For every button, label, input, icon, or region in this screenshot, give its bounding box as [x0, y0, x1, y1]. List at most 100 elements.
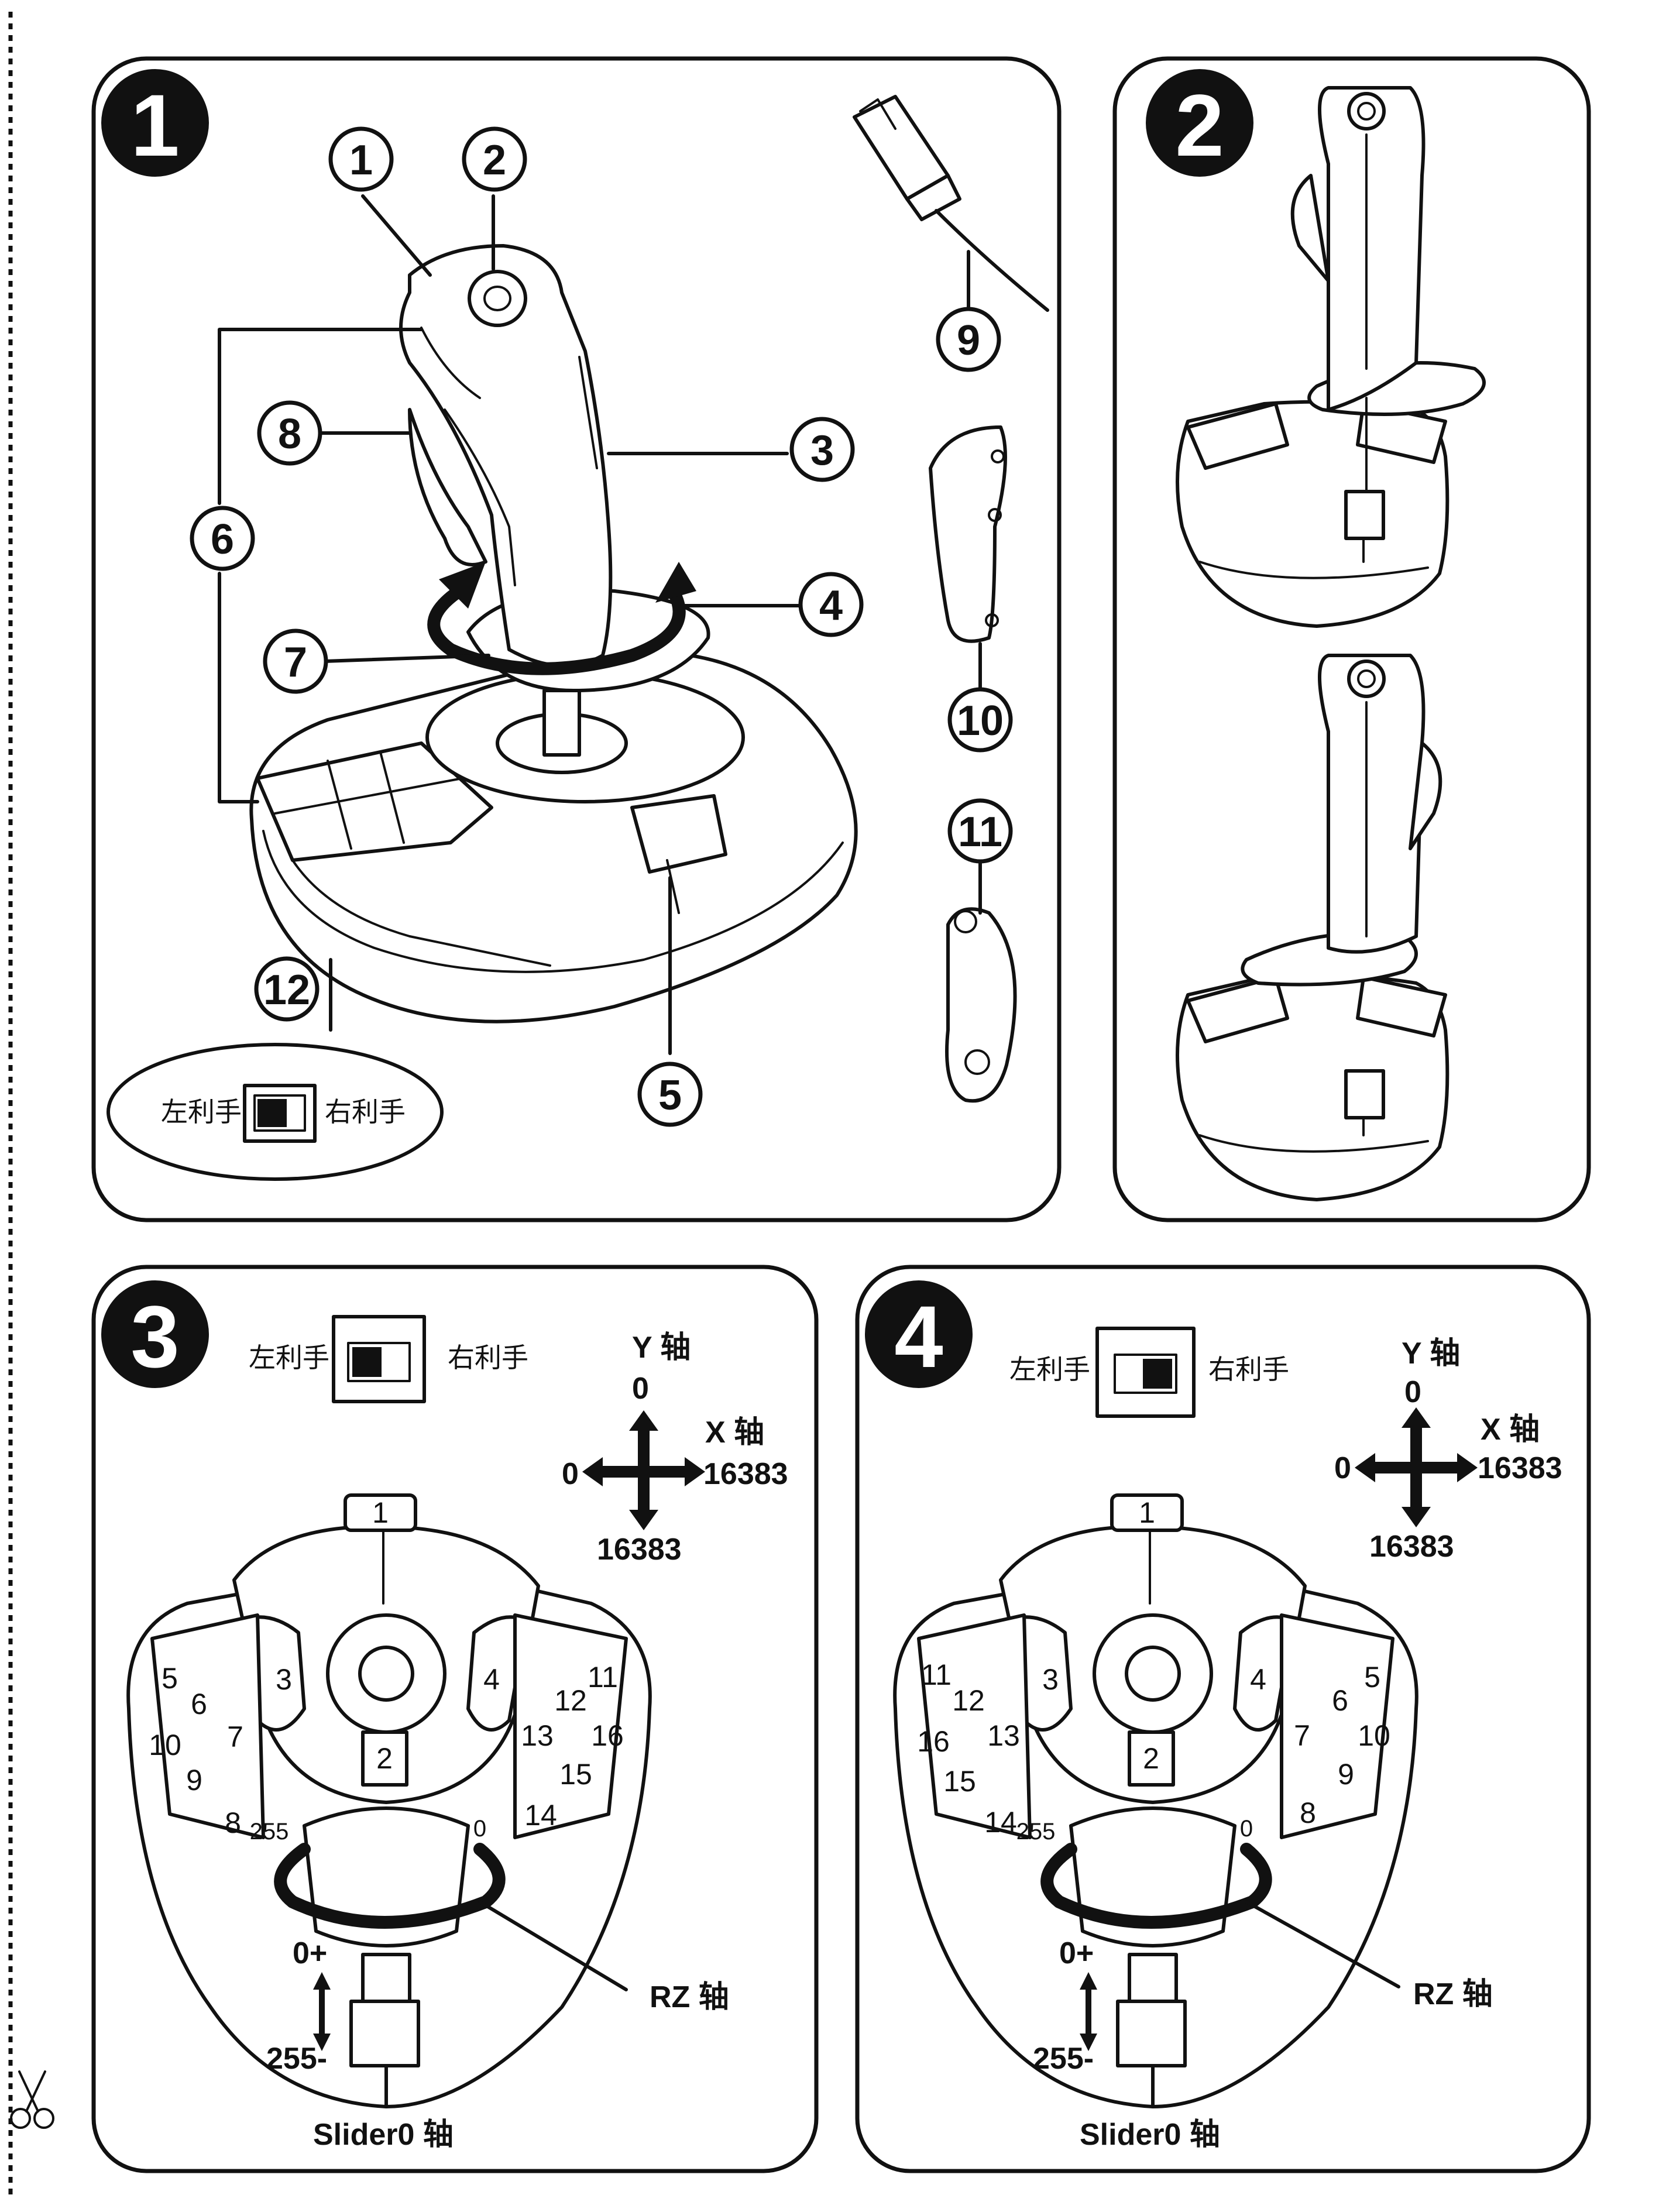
button-12-label: 12: [554, 1684, 587, 1717]
usb-connector-icon: [853, 95, 1049, 312]
button-15-label: 15: [559, 1758, 592, 1791]
button-2-label: 2: [376, 1742, 393, 1775]
rz-axis-label: RZ 轴: [650, 1980, 729, 2014]
button-13-label: 13: [521, 1719, 554, 1752]
button-9-label: 9: [1338, 1758, 1354, 1791]
switch-right-label: 右利手: [325, 1097, 406, 1127]
button-7-label: 7: [1294, 1719, 1310, 1752]
callout-9: 9: [936, 307, 1001, 372]
panel-1: 1: [91, 56, 1062, 1222]
svg-text:6: 6: [211, 516, 234, 563]
switch-right-label: 右利手: [448, 1342, 528, 1373]
button-5-label: 5: [1364, 1661, 1380, 1694]
y-axis-label: Y 轴: [632, 1331, 691, 1365]
switch-left-label: 左利手: [161, 1097, 242, 1127]
joystick-top-view-right: 1 2 3 4 5 6 10 7 9 8 12 11 13 16 15 14: [126, 1493, 652, 2108]
svg-text:7: 7: [284, 639, 307, 686]
rz-right-value: 0: [1240, 1816, 1253, 1842]
y-axis-label: Y 轴: [1402, 1337, 1460, 1371]
x-axis-min: 0: [1334, 1451, 1351, 1485]
callout-6: 6: [190, 506, 255, 571]
button-8-label: 8: [225, 1806, 241, 1839]
svg-text:3: 3: [810, 427, 834, 474]
svg-text:11: 11: [958, 809, 1002, 856]
rz-left-value: 255: [250, 1819, 289, 1845]
button-3-label: 3: [1042, 1663, 1059, 1696]
button-3-label: 3: [276, 1663, 292, 1696]
button-15-label: 15: [943, 1765, 976, 1798]
button-8-label: 8: [1300, 1797, 1316, 1829]
x-axis-label: X 轴: [1481, 1413, 1540, 1447]
panel-1-number: 1: [130, 76, 179, 174]
svg-text:5: 5: [658, 1072, 682, 1119]
svg-text:1: 1: [349, 137, 373, 184]
rz-left-value: 255: [1016, 1819, 1056, 1845]
joystick-front-high: [1176, 86, 1486, 628]
button-10-label: 10: [1358, 1719, 1390, 1752]
x-axis-label: X 轴: [705, 1416, 764, 1450]
callout-1: 1: [328, 126, 394, 192]
button-1-label: 1: [1139, 1496, 1155, 1529]
slider-arrow: [1080, 1972, 1097, 2051]
joystick-top-view-left: 1 2 3 4 11 12 16 13 15 14 6 5 7 10 9 8: [893, 1493, 1418, 2108]
button-16-label: 16: [917, 1725, 950, 1758]
button-11-label: 11: [921, 1658, 952, 1691]
handedness-switch-oval: 左利手 右利手: [107, 1043, 444, 1181]
switch-right-label: 右利手: [1208, 1354, 1289, 1385]
slider-bottom-value: 255-: [266, 2042, 327, 2076]
button-14-label: 14: [524, 1799, 557, 1832]
switch-left-label: 左利手: [249, 1342, 329, 1373]
panel-3-number: 3: [130, 1287, 179, 1386]
y-axis-min: 0: [1404, 1375, 1421, 1409]
part-11-thumb-rest: [945, 860, 1017, 1103]
callout-5: 5: [637, 1062, 703, 1127]
joystick-front-low: [1176, 654, 1450, 1201]
callout-11: 11: [947, 798, 1013, 864]
y-axis-max: 16383: [1369, 1530, 1454, 1564]
slider-top-value: 0+: [1059, 1936, 1094, 1970]
callout-10: 10: [947, 687, 1013, 753]
callout-2: 2: [462, 126, 527, 192]
svg-text:10: 10: [957, 698, 1004, 744]
button-1-label: 1: [372, 1496, 389, 1529]
rz-right-value: 0: [473, 1816, 486, 1842]
button-4-label: 4: [1250, 1663, 1266, 1696]
button-13-label: 13: [987, 1719, 1020, 1752]
button-12-label: 12: [952, 1684, 985, 1717]
panel-4: 4 左利手 右利手 Y 轴 0 X 轴 0 16383 16383 1: [855, 1265, 1591, 2173]
slider-bottom-value: 255-: [1033, 2042, 1094, 2076]
slider-axis-label: Slider0 轴: [1080, 2118, 1220, 2152]
button-6-label: 6: [1332, 1684, 1348, 1717]
panel-4-number: 4: [894, 1287, 943, 1386]
button-6-label: 6: [191, 1688, 207, 1720]
rz-axis-label: RZ 轴: [1413, 1977, 1493, 2011]
button-16-label: 16: [591, 1719, 624, 1752]
panel-2: 2: [1112, 56, 1591, 1222]
svg-text:4: 4: [819, 582, 843, 629]
svg-text:2: 2: [483, 137, 506, 184]
callout-7: 7: [263, 628, 328, 694]
xy-axis-arrows: [582, 1410, 705, 1530]
callout-4: 4: [798, 572, 864, 637]
x-axis-max: 16383: [703, 1457, 788, 1491]
y-axis-max: 16383: [597, 1533, 682, 1567]
callout-3: 3: [789, 417, 855, 482]
panel-3: 3 左利手 右利手 Y 轴 0 X 轴 0 16383 16383 1: [91, 1265, 819, 2173]
svg-text:8: 8: [278, 411, 301, 458]
part-10-side-grip: [929, 425, 1007, 691]
slider-top-value: 0+: [293, 1936, 327, 1970]
button-2-label: 2: [1143, 1742, 1159, 1775]
button-7-label: 7: [227, 1720, 243, 1753]
button-5-label: 5: [162, 1662, 178, 1695]
xy-axis-arrows: [1355, 1407, 1478, 1527]
button-4-label: 4: [483, 1663, 500, 1696]
svg-text:12: 12: [263, 967, 310, 1014]
panel-2-number: 2: [1175, 76, 1224, 174]
callout-8: 8: [257, 400, 322, 466]
button-9-label: 9: [186, 1764, 202, 1797]
x-axis-max: 16383: [1478, 1451, 1562, 1485]
button-11-label: 11: [588, 1661, 618, 1694]
joystick-side-illustration: [249, 244, 858, 1023]
panel-1-badge: [101, 69, 209, 177]
